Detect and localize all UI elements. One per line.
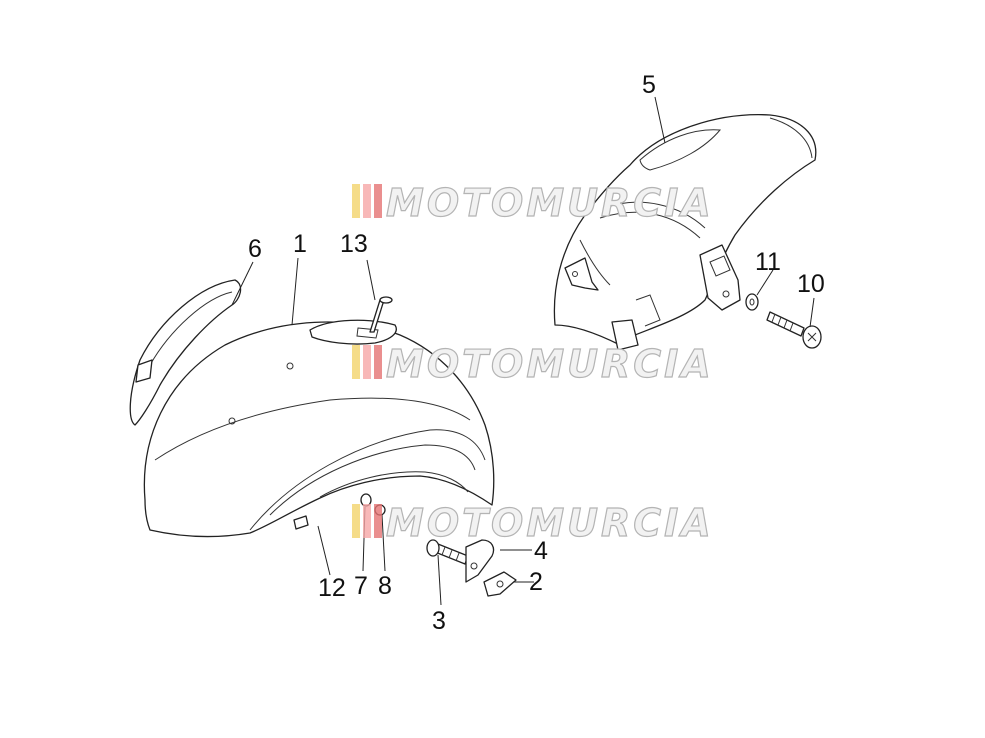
rear-mudguard-part-5 [553, 114, 817, 351]
watermark-stripe [363, 504, 371, 538]
clip-part-12 [293, 515, 309, 530]
watermark-text: MOTOMURCIA [386, 501, 714, 545]
callout-7: 7 [354, 572, 368, 600]
watermark-stripe [374, 345, 382, 379]
watermark-stripe [374, 504, 382, 538]
clip-nut-part-2 [483, 571, 517, 597]
screw-part-10 [766, 311, 822, 349]
callout-12: 12 [318, 574, 346, 602]
callout-labels: 5 6 1 13 11 10 4 2 3 12 7 8 [248, 71, 825, 635]
callout-4: 4 [534, 537, 548, 565]
leader-lines [231, 96, 815, 606]
callout-5: 5 [642, 71, 656, 99]
watermark-1: MOTOMURCIA [352, 180, 714, 226]
watermark-3: MOTOMURCIA [352, 500, 714, 546]
watermark-2: MOTOMURCIA [352, 341, 714, 387]
bracket-part-4 [465, 539, 495, 583]
watermark-text: MOTOMURCIA [386, 342, 714, 386]
watermark-stripe [363, 345, 371, 379]
screw-part-13 [369, 296, 393, 333]
callout-2: 2 [529, 568, 543, 596]
callout-3: 3 [432, 607, 446, 635]
washer-part-11 [745, 293, 759, 311]
watermark-text: MOTOMURCIA [386, 181, 714, 225]
watermark-stripe [352, 184, 360, 218]
callout-10: 10 [797, 270, 825, 298]
callout-8: 8 [378, 572, 392, 600]
callout-1: 1 [293, 230, 307, 258]
watermark-stripe [363, 184, 371, 218]
watermark-stripe [374, 184, 382, 218]
watermark-stripe [352, 504, 360, 538]
bolt-part-3 [426, 539, 469, 565]
callout-11: 11 [755, 248, 781, 276]
callout-13: 13 [340, 230, 368, 258]
callout-6: 6 [248, 235, 262, 263]
trim-strip-part-6 [129, 279, 242, 426]
watermark-stripe [352, 345, 360, 379]
